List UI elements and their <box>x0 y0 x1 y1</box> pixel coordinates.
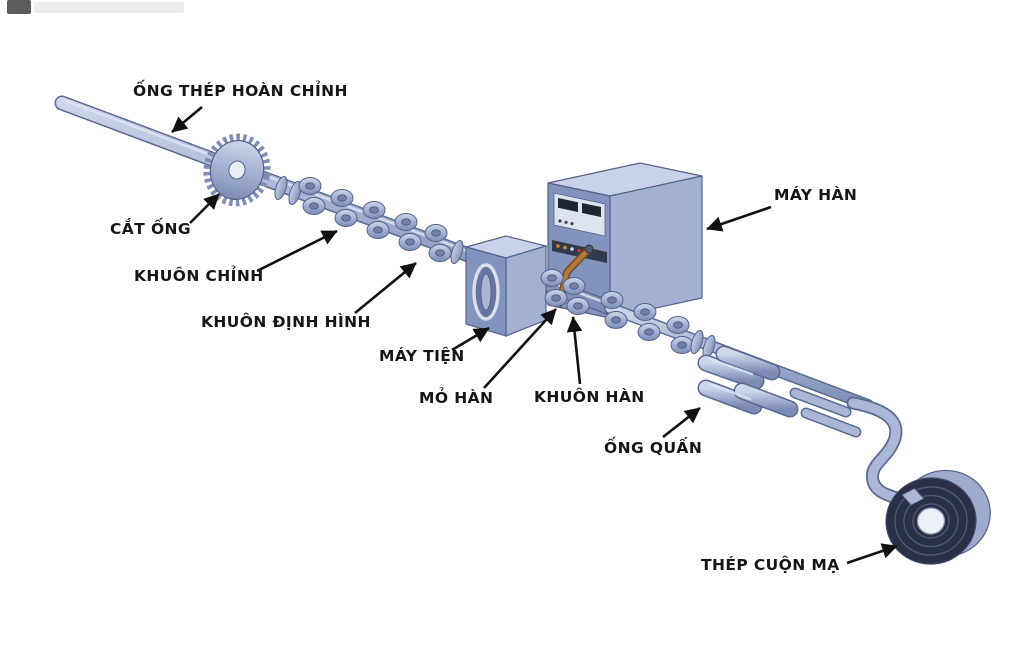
arrow-ong-thep-hoan-chinh <box>171 106 203 133</box>
arrow-khuon-dinh-hinh <box>354 261 417 315</box>
arrow-khuon-chinh <box>256 229 338 273</box>
arrow-may-tien <box>451 326 490 352</box>
label-cat-ong: CẮT ỐNG <box>110 220 192 238</box>
label-thep-cuon-ma: THÉP CUỘN MẠ <box>701 556 840 574</box>
label-mo-han: MỎ HÀN <box>419 389 494 407</box>
control-panel <box>552 192 607 263</box>
coiling-tubes <box>697 345 799 418</box>
pipe-cutting-saw <box>203 133 271 207</box>
lathe-machine <box>463 235 549 337</box>
label-may-han: MÁY HÀN <box>774 186 858 204</box>
watermark-fragment-dark <box>7 0 31 14</box>
arrow-mo-han <box>483 308 557 389</box>
label-may-tien: MÁY TIỆN <box>379 347 465 365</box>
arrow-cat-ong <box>189 193 220 224</box>
watermark-fragment-light <box>34 2 184 13</box>
label-khuon-dinh-hinh: KHUÔN ĐỊNH HÌNH <box>201 313 371 331</box>
label-khuon-chinh: KHUÔN CHỈNH <box>134 267 264 285</box>
arrow-thep-cuon-ma <box>846 543 898 565</box>
arrow-may-han <box>706 205 772 232</box>
callout-arrows <box>171 106 898 565</box>
label-khuon-han: KHUÔN HÀN <box>534 388 645 406</box>
strip-curve <box>846 396 923 512</box>
arrow-khuon-han <box>566 316 583 385</box>
strip-plates <box>789 387 862 438</box>
label-ong-quan: ỐNG QUẤN <box>604 439 703 457</box>
steel-coil <box>885 469 991 565</box>
label-ong-thep-hoan-chinh: ỐNG THÉP HOÀN CHỈNH <box>133 82 348 100</box>
arrow-ong-quan <box>662 406 701 439</box>
